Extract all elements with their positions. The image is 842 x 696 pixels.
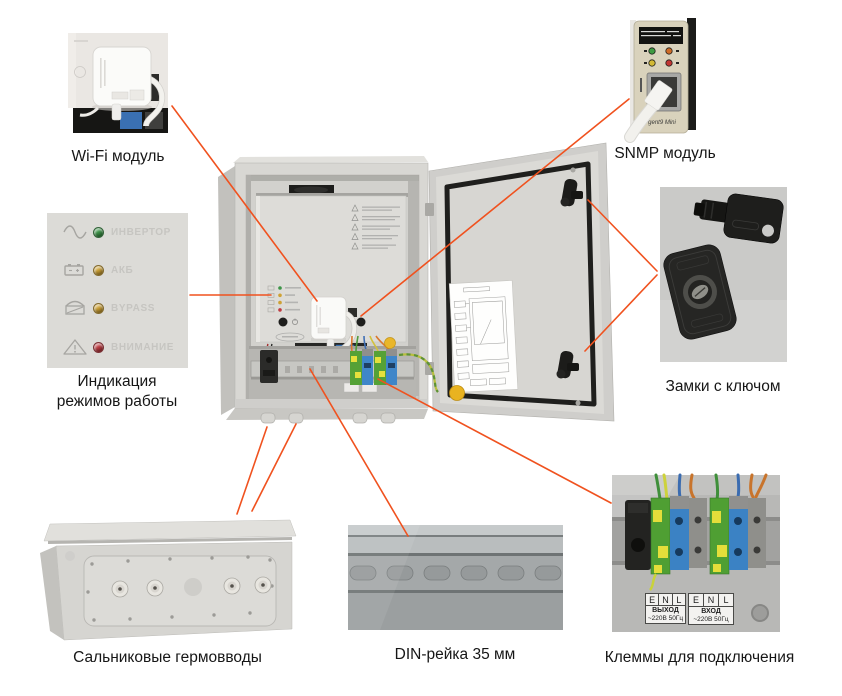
pin-label: N [704, 594, 719, 606]
terminal-group-rating: ~220В 50Гц [647, 615, 684, 622]
warning-text-block [351, 204, 359, 250]
din-slots [349, 565, 562, 581]
din-rail-photo [348, 525, 563, 630]
pin-label: N [659, 594, 673, 605]
power-button [278, 317, 288, 327]
terminals-caption: Клеммы для подключения [604, 649, 795, 666]
led-indicator [93, 226, 104, 238]
wifi-caption: Wi-Fi модуль [71, 148, 165, 165]
indicator-panel: ИНВЕРТОР АКБ BYPASS ВНИМАНИЕ [47, 213, 188, 368]
wifi-module-photo [68, 33, 168, 133]
terminal-cluster-input [709, 496, 766, 575]
battery-icon [64, 264, 84, 276]
bypass-icon [65, 300, 85, 315]
cable-glands [111, 576, 272, 598]
warning-sticker [384, 337, 396, 349]
terminal-wires [654, 473, 768, 501]
snmp-caption: SNMP модуль [614, 145, 716, 162]
snmp-module-photo: gent9 Mini [624, 18, 696, 143]
door-wiring-diagram-sheet [448, 280, 519, 393]
door-warning-sticker [449, 385, 465, 401]
ups-unit [255, 185, 408, 358]
terminal-block-black [260, 350, 278, 383]
pin-label: E [689, 594, 704, 606]
pin-row: E N L [646, 594, 685, 606]
led-indicator [93, 302, 104, 314]
glands-caption: Сальниковые гермовводы [73, 649, 262, 666]
indicator-label: АКБ [111, 264, 134, 276]
warning-icon [63, 339, 87, 355]
terminal-cluster-output [650, 496, 707, 575]
terminal-label-output: E N L ВЫХОД ~220В 50Гц [645, 593, 686, 624]
terminal-group-name: ВЫХОД [652, 607, 679, 614]
snmp-device-text: gent9 Mini [648, 120, 676, 126]
wifi-slot-badge [275, 332, 305, 342]
led-indicator [93, 264, 104, 276]
door-latch-bottom [556, 350, 579, 379]
pin-label: L [676, 594, 682, 605]
lock-pad [663, 244, 737, 340]
end-bracket [625, 500, 651, 570]
indicator-label: ИНВЕРТОР [111, 226, 171, 238]
indicator-label: ВНИМАНИЕ [111, 341, 175, 353]
lock-key [693, 193, 784, 244]
indicator-row-inverter: ИНВЕРТОР [62, 220, 171, 244]
indicator-row-attention: ВНИМАНИЕ [62, 335, 174, 359]
terminal-label-input: E N L ВХОД ~220В 50Гц [688, 593, 734, 625]
indicator-panel-photo [47, 213, 188, 368]
wifi-module-installed [310, 296, 347, 352]
terminal-wires [350, 335, 390, 352]
snmp-slot-connector [348, 308, 357, 317]
din-caption: DIN-рейка 35 мм [394, 646, 516, 663]
indicators-caption-line1: Индикация [77, 373, 157, 390]
cabinet-mounting-plate [249, 335, 416, 399]
pin-label: L [723, 595, 729, 605]
pin-row: E N L [689, 594, 733, 607]
locks-photo [660, 187, 787, 362]
indicator-row-battery: АКБ [62, 258, 133, 282]
sine-icon [63, 225, 87, 239]
terminal-group-rating: ~220В 50Гц [693, 616, 729, 623]
cabinet-door [425, 142, 615, 422]
snmp-leds [648, 47, 673, 67]
terminal-group-name: ВХОД [701, 608, 721, 615]
reset-button [356, 317, 366, 327]
glands-photo [40, 519, 297, 641]
pin-label: E [646, 594, 660, 605]
door-hinge [425, 203, 434, 216]
indicator-row-bypass: BYPASS [62, 296, 155, 320]
indicator-label: BYPASS [111, 302, 155, 314]
locks-caption: Замки с ключом [665, 378, 781, 395]
indicators-caption: Индикация режимов работы [37, 372, 197, 412]
indicators-caption-line2: режимов работы [56, 393, 178, 410]
led-indicator [93, 341, 104, 353]
